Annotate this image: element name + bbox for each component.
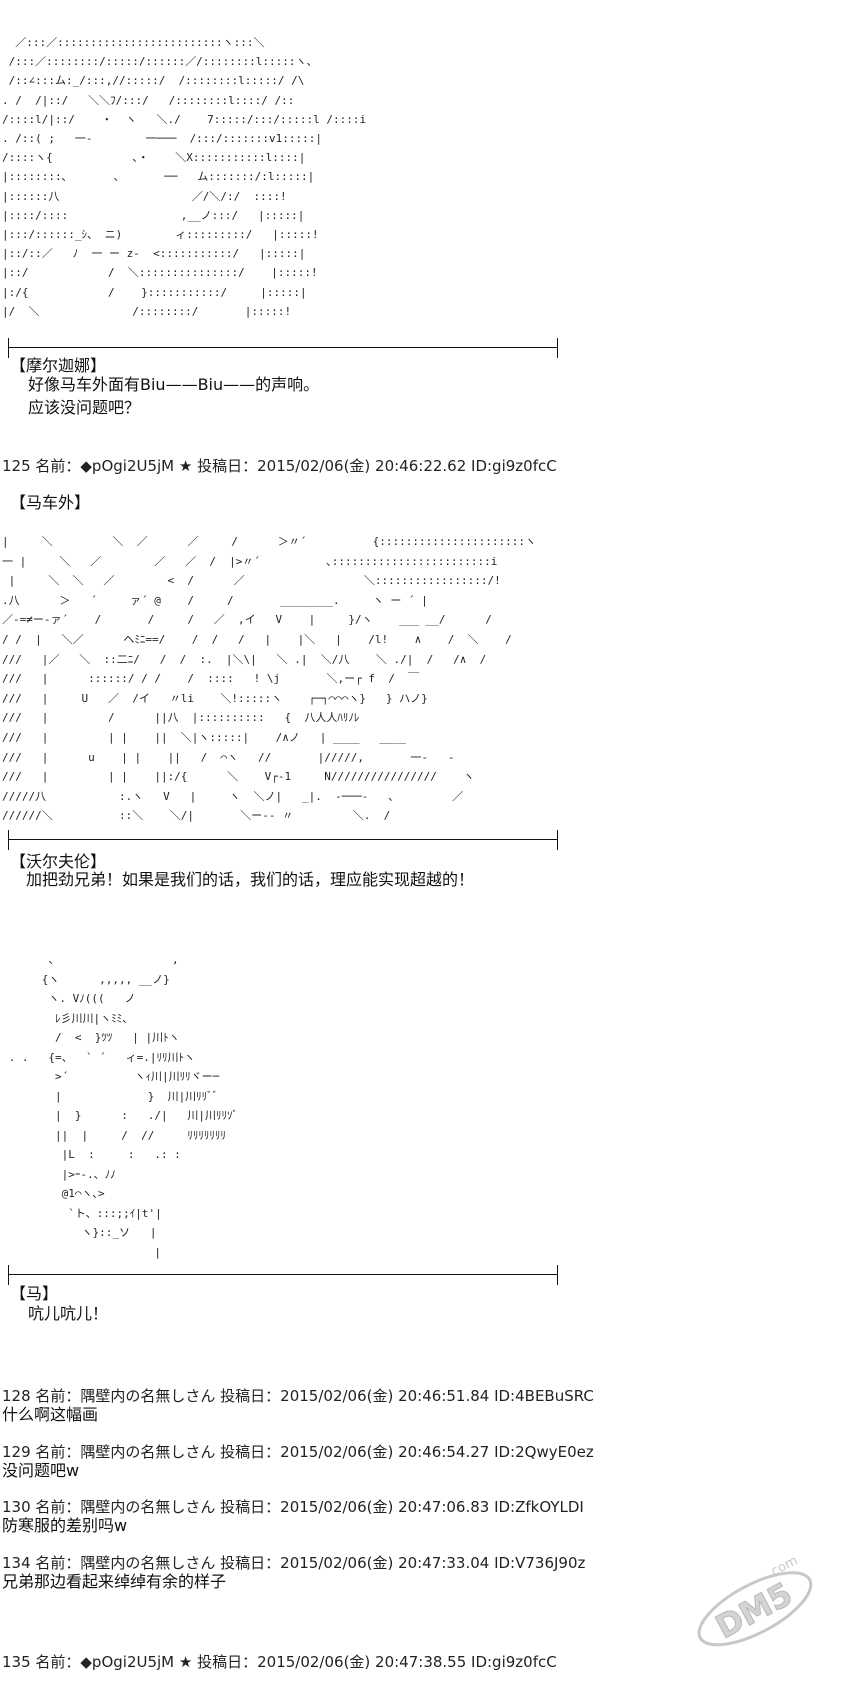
dialogue-line: 好像马车外面有Biu——Biu——的声响。 xyxy=(28,375,320,394)
scene-divider xyxy=(0,338,566,358)
post-header: 130 名前：隅壁内の名無しさん 投稿日：2015/02/06(金) 20:47… xyxy=(2,1498,584,1516)
dialogue-line: 吭儿吭儿！ xyxy=(28,1304,109,1323)
post-header: 125 名前：◆pOgi2U5jM ★ 投稿日：2015/02/06(金) 20… xyxy=(2,457,557,475)
post-header: 129 名前：隅壁内の名無しさん 投稿日：2015/02/06(金) 20:46… xyxy=(2,1443,594,1461)
dialogue-line: 应该没问题吧？ xyxy=(28,398,141,417)
speaker-label: 【摩尔迦娜】 xyxy=(10,356,107,375)
scene-divider xyxy=(0,830,566,850)
ascii-art-horse: 、 , {ヽ ,,,,, __ノ} ヽ. Vﾉ((( ノ ﾚ彡川川|ヽﾐﾐ、 /… xyxy=(8,953,239,1259)
scene-divider xyxy=(0,1265,566,1285)
post-body: 什么啊这幅画 xyxy=(2,1405,99,1424)
dm5-watermark-logo: DM5 .com xyxy=(697,1553,813,1647)
post-body: 兄弟那边看起来绰绰有余的样子 xyxy=(2,1572,227,1591)
post-header: 134 名前：隅壁内の名無しさん 投稿日：2015/02/06(金) 20:47… xyxy=(2,1554,586,1572)
dialogue-line: 加把劲兄弟！如果是我们的话，我们的话，理应能实现超越的！ xyxy=(26,870,475,889)
post-body: 防寒服的差别吗w xyxy=(2,1516,128,1535)
ascii-art-carriage: | ＼ ＼ ／ ／ / ＞〃´ {::::::::::::::::::::::ヽ… xyxy=(2,535,536,823)
post-header: 128 名前：隅壁内の名無しさん 投稿日：2015/02/06(金) 20:46… xyxy=(2,1387,594,1405)
post-body: 没问题吧w xyxy=(2,1461,80,1480)
speaker-label: 【马】 xyxy=(10,1284,59,1303)
watermark-domain: .com xyxy=(765,1553,800,1581)
speaker-label: 【沃尔夫伦】 xyxy=(10,852,107,871)
speaker-label: 【马车外】 xyxy=(10,493,91,512)
ascii-art-morgana: ／:::／:::::::::::::::::::::::::ヽ:::＼ /:::… xyxy=(2,36,367,318)
post-header: 135 名前：◆pOgi2U5jM ★ 投稿日：2015/02/06(金) 20… xyxy=(2,1653,557,1671)
